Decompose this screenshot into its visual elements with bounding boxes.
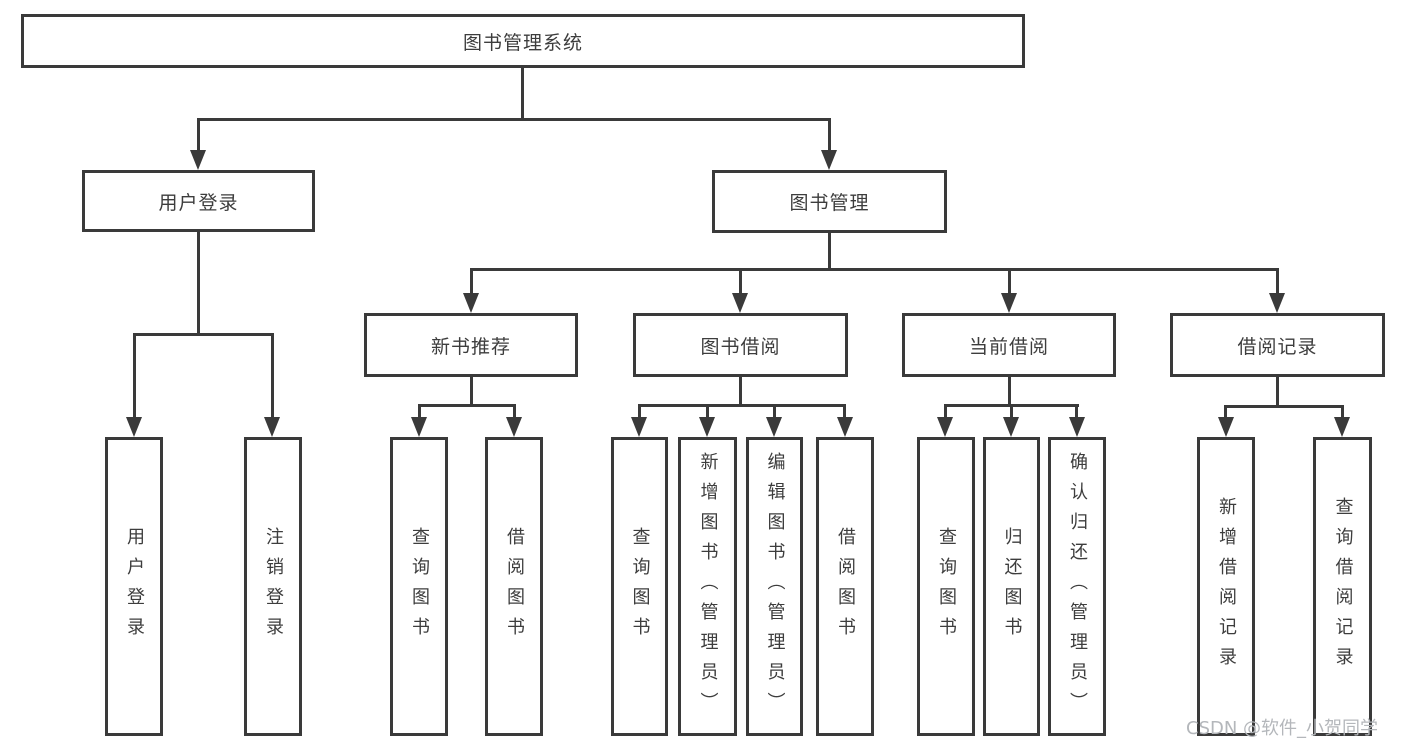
arrow-down-icon [506,417,522,437]
node-book-borrow: 图书借阅 [633,313,848,377]
node-new-book-recommend: 新书推荐 [364,313,578,377]
leaf-borrow-books: 借阅图书 [816,437,874,736]
connector-line [470,377,473,405]
leaf-query-books-borrow: 查询图书 [611,437,668,736]
connector-line [739,270,742,293]
arrow-down-icon [1069,417,1085,437]
connector-line [1341,407,1344,417]
leaf-add-borrow-record: 新增借阅记录 [1197,437,1255,736]
node-book-management: 图书管理 [712,170,947,233]
connector-line [1224,407,1227,417]
connector-line [739,377,742,405]
leaf-edit-books-admin: 编辑图书（管理员） [746,437,803,736]
connector-line [773,406,776,417]
connector-line [638,406,641,417]
arrow-down-icon [1269,293,1285,313]
connector-line [197,118,831,121]
connector-line [1276,270,1279,293]
connector-line [521,68,524,120]
arrow-down-icon [837,417,853,437]
connector-line [944,406,947,417]
leaf-logout: 注销登录 [244,437,302,736]
connector-line [197,232,200,335]
arrow-down-icon [821,150,837,170]
node-user-login: 用户登录 [82,170,315,232]
connector-line [706,406,709,417]
leaf-query-books-current-label: 查询图书 [936,526,957,647]
leaf-logout-label: 注销登录 [263,526,284,647]
connector-line [513,406,516,417]
connector-line [1008,377,1011,405]
connector-line [828,233,831,269]
arrow-down-icon [264,417,280,437]
connector-line [470,270,473,293]
arrow-down-icon [126,417,142,437]
leaf-borrow-books-label: 借阅图书 [835,526,856,647]
node-root-label: 图书管理系统 [462,31,583,54]
connector-line [418,406,421,417]
arrow-down-icon [463,293,479,313]
node-book-management-label: 图书管理 [789,192,870,214]
connector-line [1008,270,1011,293]
connector-line [638,404,846,407]
leaf-borrow-books-recommend: 借阅图书 [485,437,543,736]
arrow-down-icon [766,417,782,437]
arrow-down-icon [1334,417,1350,437]
leaf-query-borrow-record-label: 查询借阅记录 [1332,496,1354,677]
leaf-query-books-recommend-label: 查询图书 [409,526,430,647]
arrow-down-icon [1001,293,1017,313]
csdn-watermark: CSDN @软件_小贺同学 [1186,718,1379,739]
leaf-user-login-label: 用户登录 [124,526,145,647]
arrow-down-icon [631,417,647,437]
leaf-confirm-return-admin: 确认归还（管理员） [1048,437,1106,736]
leaf-add-books-admin-label: 新增图书（管理员） [697,451,719,722]
node-borrow-records-label: 借阅记录 [1237,335,1318,358]
node-new-book-recommend-label: 新书推荐 [430,335,511,358]
connector-line [843,406,846,417]
connector-line [1276,377,1279,406]
connector-line [828,120,831,152]
connector-line [470,268,1279,271]
connector-line [1075,406,1078,417]
leaf-query-books-borrow-label: 查询图书 [629,526,651,647]
connector-line [133,335,136,417]
connector-line [271,335,274,417]
node-user-login-label: 用户登录 [158,191,239,214]
arrow-down-icon [699,417,715,437]
connector-line [1010,406,1013,417]
node-current-borrow-label: 当前借阅 [968,335,1049,358]
arrow-down-icon [1003,417,1019,437]
leaf-add-borrow-record-label: 新增借阅记录 [1216,496,1237,677]
connector-line [418,404,516,407]
connector-line [1224,405,1344,408]
leaf-query-books-recommend: 查询图书 [390,437,448,736]
leaf-query-borrow-record: 查询借阅记录 [1313,437,1372,736]
arrow-down-icon [732,293,748,313]
arrow-down-icon [937,417,953,437]
leaf-return-books: 归还图书 [983,437,1040,736]
node-current-borrow: 当前借阅 [902,313,1116,377]
leaf-query-books-current: 查询图书 [917,437,975,736]
arrow-down-icon [411,417,427,437]
node-root-system: 图书管理系统 [21,14,1025,68]
leaf-add-books-admin: 新增图书（管理员） [678,437,737,736]
leaf-return-books-label: 归还图书 [1001,526,1023,647]
arrow-down-icon [1218,417,1234,437]
arrow-down-icon [190,150,206,170]
leaf-user-login: 用户登录 [105,437,163,736]
leaf-confirm-return-admin-label: 确认归还（管理员） [1067,451,1088,722]
connector-line [133,333,274,336]
leaf-edit-books-admin-label: 编辑图书（管理员） [764,451,786,722]
connector-line [197,120,200,152]
leaf-borrow-books-recommend-label: 借阅图书 [504,526,525,647]
node-book-borrow-label: 图书借阅 [700,335,781,358]
connector-line [944,404,1079,407]
node-borrow-records: 借阅记录 [1170,313,1385,377]
